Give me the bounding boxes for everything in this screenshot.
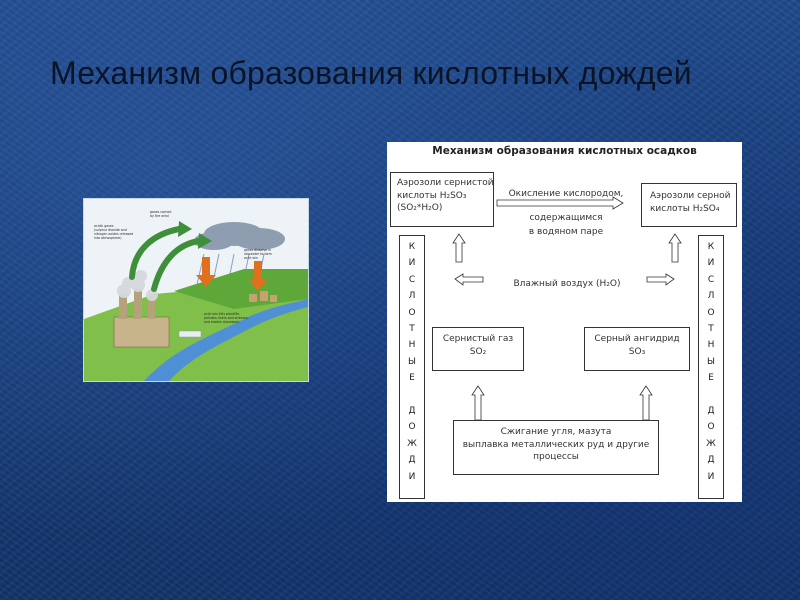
column-letter: Т <box>409 324 415 334</box>
column-letter: Л <box>408 291 416 302</box>
column-letter: Ы <box>408 356 416 367</box>
label-carried-1: gases carried <box>150 210 171 214</box>
column-letter: Е <box>409 373 415 384</box>
sulfur-trioxide-box: Серный ангидрид SO₃ <box>584 327 690 371</box>
label-kills-2: pollutes rivers and streams, <box>204 316 249 320</box>
box-tl-line-3: (SO₂*H₂O) <box>397 203 443 213</box>
label-acidic-gases-1: acidic gases <box>94 224 114 228</box>
box-b-line-2: выплавка металлических руд и другие <box>462 439 650 450</box>
up-arrow-left-bottom <box>471 385 485 421</box>
diagram-arrows <box>452 196 682 421</box>
sulfuric-acid-aerosol-box: Аэрозоли серной кислоты H₂SO₄ <box>641 183 737 227</box>
column-letter: О <box>408 422 416 433</box>
acid-precipitation-diagram: Механизм образования кислотных осадков А… <box>387 142 742 502</box>
box-tl-line-1: Аэрозоли сернистой <box>397 178 494 188</box>
label-acidic-gases-2: (sulphur dioxide and <box>94 228 127 232</box>
diagram-title: Механизм образования кислотных осадков <box>432 145 697 157</box>
box-ml-line-1: Сернистый газ <box>442 334 514 344</box>
humid-air-left-arrow <box>454 273 484 286</box>
sulfurous-acid-aerosol-box: Аэрозоли сернистой кислоты H₂SO₃ (SO₂*H₂… <box>390 172 494 227</box>
column-letter: Ж <box>407 438 417 449</box>
column-letter: О <box>408 307 416 318</box>
column-letter: Д <box>707 406 715 416</box>
label-dissolve-2: rainwater to form <box>244 252 272 256</box>
column-letter: К <box>707 242 715 252</box>
sulfur-dioxide-box: Сернистый газ SO₂ <box>432 327 524 371</box>
label-dissolve-3: acid rain <box>244 256 258 260</box>
column-letter: О <box>707 422 715 433</box>
column-letter: Д <box>707 455 715 466</box>
column-letter: С <box>707 274 715 285</box>
humid-air-text: Влажный воздух (H₂O) <box>513 279 621 289</box>
column-letter: Н <box>408 340 416 351</box>
label-kills-1: acid rain kills plantlife, <box>204 312 240 316</box>
box-b-line-3: процессы <box>533 452 579 462</box>
acid-rain-illustration: acidic gases (sulphur dioxide and nitrog… <box>84 199 308 381</box>
box-ml-line-2: SO₂ <box>469 346 487 357</box>
label-kills-3: and erodes stonework <box>204 320 240 324</box>
box-mr-line-1: Серный ангидрид <box>594 334 680 344</box>
column-letter: И <box>408 258 416 269</box>
column-letter: И <box>408 471 416 482</box>
label-acidic-gases-4: into atmosphere) <box>94 236 122 240</box>
fuel-combustion-box: Сжигание угля, мазута выплавка металличе… <box>453 420 659 475</box>
box-b-line-1: Сжигание угля, мазута <box>500 427 612 437</box>
up-arrow-right-top <box>668 233 682 263</box>
column-letter: Д <box>408 455 416 466</box>
box-mr-line-2: SO₃ <box>628 346 646 357</box>
column-letter: И <box>707 258 715 269</box>
oxidation-line-2: содержащимся <box>529 212 603 223</box>
column-letter: И <box>707 471 715 482</box>
box-tr-line-2: кислоты H₂SO₄ <box>650 203 720 214</box>
slide-title: Механизм образования кислотных дождей <box>50 55 692 91</box>
up-arrow-left-top <box>452 233 466 263</box>
column-letter: Л <box>707 291 715 302</box>
column-letter: Ы <box>707 356 715 367</box>
oxidation-arrow <box>496 196 624 210</box>
box-tl-line-2: кислоты H₂SO₃ <box>397 190 467 201</box>
label-acidic-gases-3: nitrogen oxides released <box>94 232 133 236</box>
humid-air-right-arrow <box>646 273 675 286</box>
column-letter: К <box>408 242 416 252</box>
column-letter: Е <box>708 373 714 384</box>
oxidation-text: Окисление кислородом, содержащимся в вод… <box>507 189 625 237</box>
box-tr-line-1: Аэрозоли серной <box>650 191 731 201</box>
label-carried-2: by the wind <box>150 214 169 218</box>
column-letter: Н <box>707 340 715 351</box>
label-dissolve-1: gases dissolve in <box>244 248 271 252</box>
column-letter: О <box>707 307 715 318</box>
column-letter: Ж <box>706 438 716 449</box>
oxidation-line-1: Окисление кислородом, <box>508 189 624 199</box>
acid-rain-scene: acidic gases (sulphur dioxide and nitrog… <box>84 199 308 381</box>
column-letter: Т <box>708 324 714 334</box>
column-letter: С <box>408 274 416 285</box>
column-letter: Д <box>408 406 416 416</box>
oxidation-line-3: в водяном паре <box>528 227 604 237</box>
up-arrow-right-bottom <box>639 385 653 421</box>
